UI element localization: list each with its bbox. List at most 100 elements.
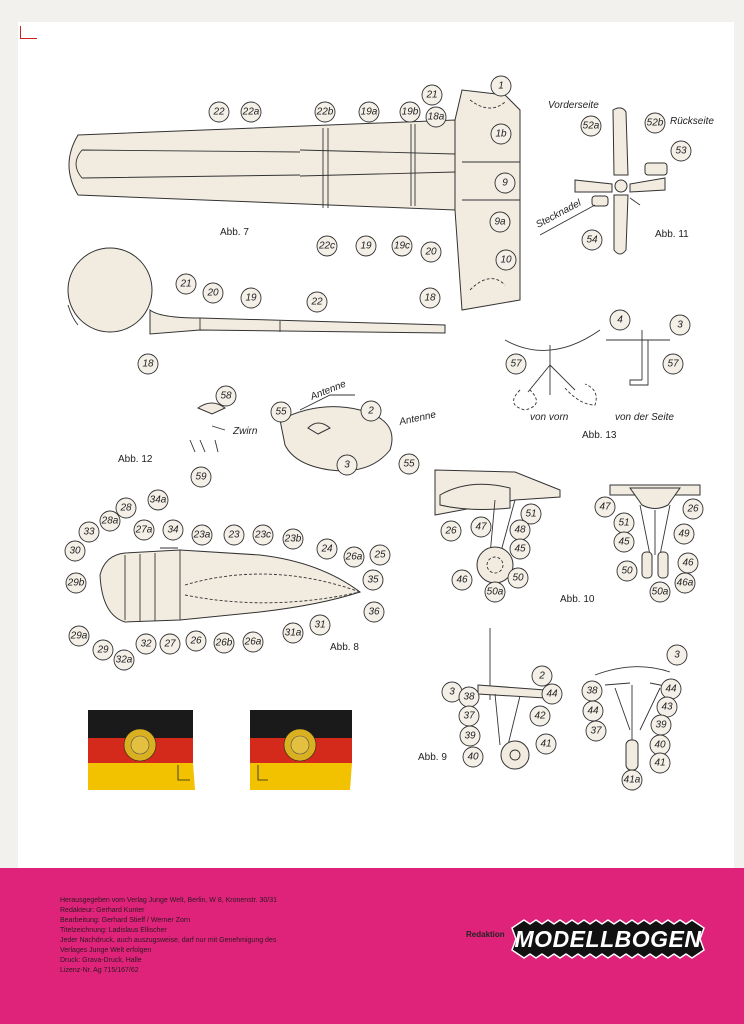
crop-mark (20, 26, 37, 39)
note-zwirn: Zwirn (232, 426, 258, 437)
imprint-line: Redakteur: Gerhard Kunter (60, 907, 145, 914)
part-label: 26 (189, 636, 202, 647)
part-label: 19c (394, 241, 410, 252)
part-label: 46 (682, 558, 694, 569)
part-label: 23a (193, 530, 211, 541)
abb11-callouts: 52a 52b 53 54 (580, 112, 692, 251)
part-label: 3 (677, 320, 683, 331)
abb10-gear-front (609, 484, 701, 579)
abb13-antenna-mast (504, 329, 670, 411)
part-label: 39 (655, 720, 667, 731)
part-label: 57 (667, 359, 679, 370)
part-label: 28a (101, 516, 119, 527)
part-label: 26 (686, 504, 699, 515)
note-vorderseite: Vorderseite (548, 100, 599, 111)
part-label: 19 (360, 241, 372, 252)
part-label: 22c (318, 241, 335, 252)
caption-abb13: Abb. 13 (582, 430, 617, 441)
part-label: 50 (512, 573, 524, 584)
part-label: 22a (242, 107, 260, 118)
imprint-line: Druck: Grava-Druck, Halle (60, 957, 142, 964)
part-label: 50 (621, 566, 633, 577)
note-antenne-1: Antenne (308, 378, 348, 403)
caption-abb7: Abb. 7 (220, 227, 249, 238)
part-label: 19b (402, 107, 419, 118)
part-label: 40 (467, 752, 479, 763)
part-label: 52a (583, 121, 600, 132)
abb8-callouts: 34a 28 33 28a 27a 34 23a 23 23c 23b 24 2… (64, 489, 391, 671)
part-label: 23b (284, 534, 302, 545)
assembly-drawing: Abb. 7 Abb. 8 Abb. 9 Abb. 10 Abb. 11 Abb… (64, 75, 714, 791)
part-label: 3 (674, 650, 680, 661)
part-label: 59 (195, 472, 207, 483)
part-label: 18a (428, 112, 445, 123)
part-label: 21 (179, 279, 191, 290)
part-label: 50a (652, 587, 669, 598)
part-label: 44 (546, 689, 558, 700)
abb9-front-callouts: 3 38 44 44 43 39 37 40 41 41a (581, 644, 688, 791)
part-label: 22 (310, 297, 323, 308)
part-label: 30 (69, 546, 81, 557)
caption-abb8: Abb. 8 (330, 642, 359, 653)
part-label: 19a (361, 107, 378, 118)
part-label: 1b (495, 129, 507, 140)
part-label: 32a (116, 655, 133, 666)
abb13-callouts: 57 4 3 57 (505, 309, 691, 375)
part-label: 46 (456, 575, 468, 586)
part-label: 20 (424, 247, 437, 258)
part-label: 23c (254, 530, 271, 541)
part-label: 26b (215, 638, 233, 649)
note-stecknadel: Stecknadel (534, 197, 584, 230)
part-label: 43 (661, 702, 673, 713)
part-label: 55 (275, 407, 287, 418)
part-label: 37 (463, 711, 475, 722)
part-label: 2 (538, 671, 545, 682)
abb12-antenna-attachment (189, 394, 393, 472)
part-label: 52b (647, 118, 664, 129)
part-label: 9a (494, 217, 506, 228)
part-label: 36 (368, 607, 380, 618)
caption-abb9: Abb. 9 (418, 752, 447, 763)
part-label: 19 (245, 293, 257, 304)
part-label: 57 (510, 359, 522, 370)
abb10-front-callouts: 47 26 51 49 45 50 46 46a 50a (594, 496, 704, 603)
abb9-gear-side (477, 628, 546, 770)
part-label: 27a (135, 525, 153, 536)
part-label: 45 (618, 537, 630, 548)
part-label: 31a (285, 628, 302, 639)
note-rueckseite: Rückseite (670, 116, 714, 127)
part-label: 49 (678, 529, 690, 540)
part-label: 21 (425, 90, 437, 101)
part-label: 31 (314, 620, 325, 631)
redaktion-label: Redaktion (466, 930, 505, 939)
part-label: 41a (624, 775, 641, 786)
abb7-wing-top (68, 89, 521, 311)
abb10-gear-side (434, 469, 561, 584)
part-label: 3 (449, 687, 455, 698)
caption-abb12: Abb. 12 (118, 454, 153, 465)
part-label: 45 (514, 544, 526, 555)
abb9-side-callouts: 2 3 38 44 37 42 39 41 40 (441, 665, 563, 768)
part-label: 42 (534, 711, 546, 722)
part-label: 27 (163, 639, 176, 650)
part-label: 29a (70, 631, 88, 642)
part-label: 35 (367, 575, 379, 586)
part-label: 26a (244, 637, 262, 648)
caption-abb11: Abb. 11 (655, 229, 689, 240)
part-label: 34 (167, 525, 179, 536)
part-label: 38 (586, 686, 598, 697)
part-label: 46a (677, 578, 694, 589)
part-label: 9 (502, 178, 508, 189)
part-label: 37 (590, 726, 602, 737)
part-label: 55 (403, 459, 415, 470)
part-label: 22b (316, 107, 334, 118)
imprint-line: Jeder Nachdruck, auch auszugsweise, darf… (60, 937, 277, 944)
part-label: 44 (587, 706, 599, 717)
part-label: 29b (67, 578, 85, 589)
abb8-fuselage (99, 547, 362, 623)
gdr-flag-right (250, 710, 352, 790)
part-label: 48 (514, 525, 526, 536)
part-label: 39 (464, 731, 476, 742)
part-label: 3 (344, 460, 350, 471)
part-label: 24 (320, 544, 333, 555)
